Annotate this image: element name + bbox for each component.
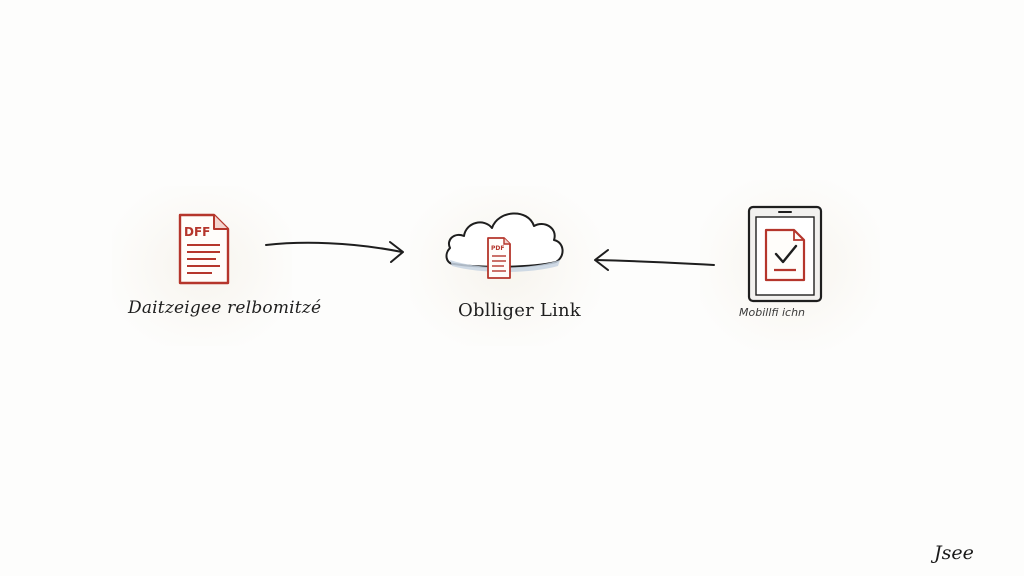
artist-signature: Jsee bbox=[934, 542, 974, 564]
cloud-node-label: Oblliger Link bbox=[458, 300, 581, 321]
arrow-right-icon bbox=[265, 241, 404, 263]
arrow-left-icon bbox=[594, 249, 715, 271]
pdf-badge: DFF bbox=[184, 225, 210, 239]
mobile-node-label: Mobillfi ichn bbox=[739, 306, 806, 319]
cloud-document-badge: PDF bbox=[491, 245, 504, 252]
tablet-checkmark-icon bbox=[747, 205, 823, 303]
pdf-node-label: Daitzeigee relbomitzé bbox=[128, 298, 322, 318]
pdf-document-icon: DFF bbox=[178, 213, 230, 285]
cloud-document-icon: PDF bbox=[445, 212, 564, 279]
